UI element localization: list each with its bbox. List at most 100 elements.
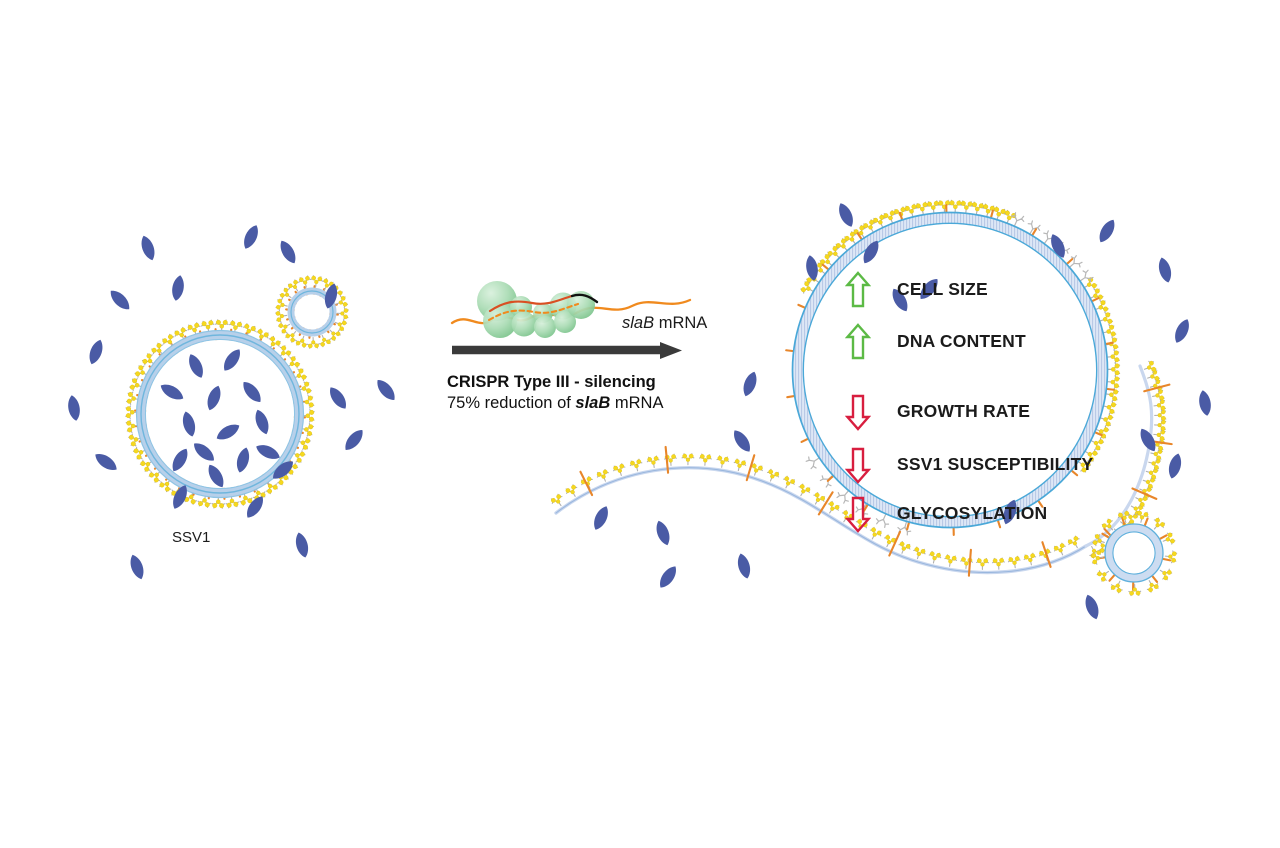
caption-gene-name: slaB [575,394,611,413]
glycan-icon [1107,362,1121,377]
virion-icon [1095,216,1119,246]
glycan-icon [911,545,927,561]
virion-icon [1171,316,1193,346]
spike-icon [664,445,670,474]
glycan-icon [698,453,713,467]
glycan-icon [1007,555,1022,570]
virion-icon [138,233,158,263]
virion-icon [325,384,351,412]
virion-icon [740,369,760,399]
glycan-icon [333,294,349,310]
glycan-icon [927,550,943,565]
virion-icon [729,427,755,455]
glycan-icon [969,201,986,216]
spike-icon [579,470,594,497]
glycan-icon [1143,577,1161,594]
glycan-icon [937,199,952,213]
glycan-icon [943,553,958,568]
effect-row-ssv1-susceptibility: SSV1 SUSCEPTIBILITY [845,445,1093,485]
virion-icon [127,552,147,582]
caption-line-2: 75% reduction of slaB mRNA [447,393,663,414]
virion-icon [276,237,300,267]
glycan-icon [611,462,628,478]
virion-icon [170,274,186,302]
virion-icon [590,503,612,533]
virion-icon [92,449,120,475]
glycan-icon [991,557,1006,571]
effect-row-cell-size: CELL SIZE [845,270,988,310]
cas-complex-group [450,281,692,359]
spike-icon [888,530,902,557]
glycan-icon [214,319,229,333]
virion-icon [373,376,399,404]
virion-icon [1197,389,1213,417]
spike-icon [967,548,972,577]
right-vesicle-group [1090,509,1178,597]
effect-row-growth-rate: GROWTH RATE [845,392,1030,432]
spike-icon [745,454,756,482]
virion-icon [835,200,857,230]
mrna-gene-name: slaB [622,314,655,332]
virion-icon [653,518,673,548]
virion-icon [240,222,262,252]
effect-label: GLYCOSYLATION [897,503,1048,524]
arrow-up-icon [845,271,871,308]
effect-row-glycosylation: GLYCOSYLATION [845,494,1047,534]
effect-label: DNA CONTENT [897,331,1026,352]
glycan-icon [274,309,289,324]
spike-icon [1143,383,1171,393]
glycan-icon [628,458,644,473]
virion-icon [106,286,134,314]
glycan-icon [306,336,320,349]
virion-icon [735,551,753,581]
effect-label: SSV1 SUSCEPTIBILITY [897,454,1094,475]
glycan-icon [764,468,781,484]
process-caption: CRISPR Type III - silencing 75% reductio… [447,372,663,414]
arrow-down-icon [845,496,871,533]
glycan-icon [732,457,748,473]
virion-icon [341,426,367,454]
virion-icon [1166,451,1184,481]
membrane-protrusion-group [549,359,1173,577]
glycan-icon [1106,374,1121,390]
glycan-icon [125,405,139,420]
glycan-icon [959,200,974,214]
spike-icon [1041,541,1052,568]
glycan-icon [646,455,661,469]
glycan-icon [975,557,990,571]
left-cell-group [125,319,315,509]
virion-icon [86,337,106,367]
glycan-icon [681,453,695,466]
glycan-icon [294,333,310,349]
arrow-up-icon [845,323,871,360]
glycan-icon [336,307,349,321]
glycan-icon [301,408,315,423]
virion-icon [804,254,820,282]
arrow-down-icon [845,447,871,484]
virion-icon [293,530,311,560]
left-vesicle-group [274,274,349,349]
glycan-icon [1128,583,1142,597]
caption-line-1: CRISPR Type III - silencing [447,373,656,391]
caption-reduction-text: 75% reduction of [447,394,576,413]
arrow-down-icon [845,394,871,431]
glycan-icon [309,274,324,289]
right-cell-group [785,199,1121,537]
ssv1-label: SSV1 [172,529,211,546]
glycan-icon [1022,552,1038,567]
virion-icon [655,563,681,591]
mrna-label: slaB mRNA [622,314,707,333]
glycan-icon [1106,349,1121,364]
effect-label: GROWTH RATE [897,401,1031,422]
glycan-icon [948,199,963,213]
glycan-icon [1153,408,1167,422]
glycan-icon [211,495,226,509]
glycan-icon [895,540,913,556]
spike-icon [1131,487,1158,500]
virion-icon [1156,255,1174,285]
glycan-icon [715,454,730,469]
virion-icon [66,394,82,422]
glycan-icon [1152,398,1167,413]
virion-icon [1082,592,1102,622]
